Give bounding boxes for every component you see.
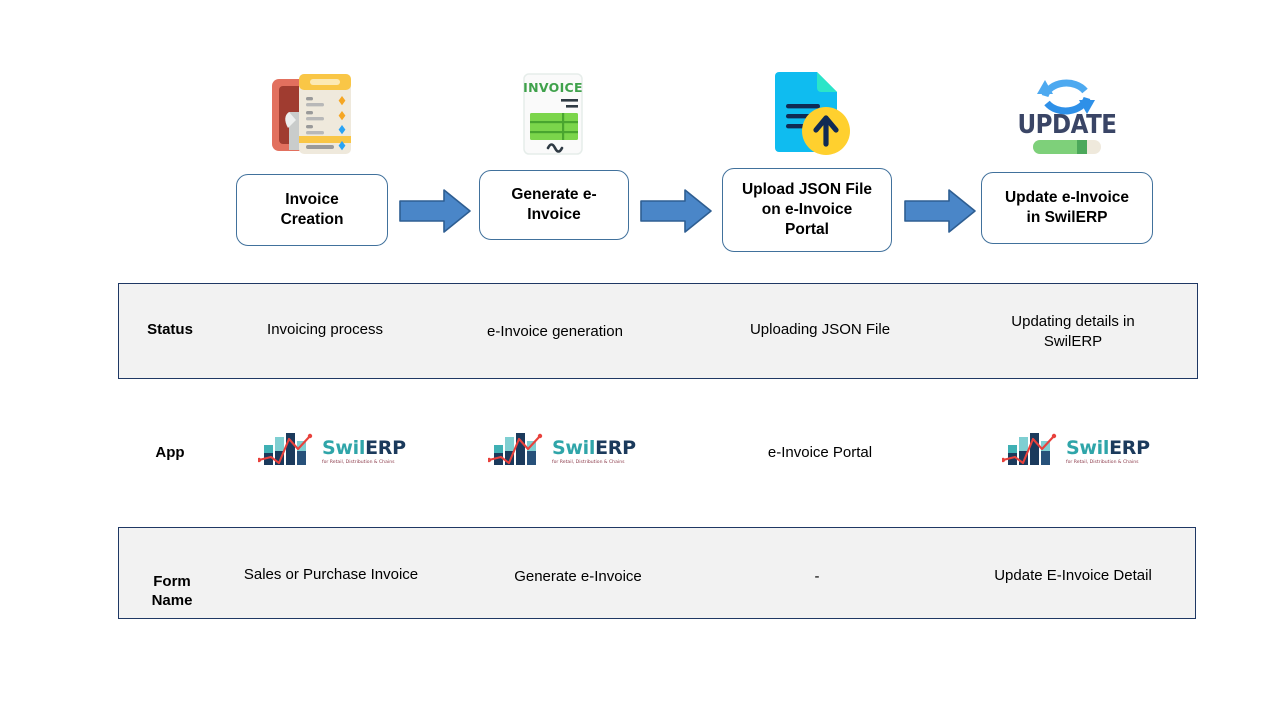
- stage-box-invoice-creation[interactable]: Invoice Creation: [236, 174, 388, 246]
- swilerp-logo-2: SwilERP for Retail, Distribution & Chain…: [486, 427, 636, 476]
- flow-stage-upload-json: Upload JSON File on e-Invoice Portal: [722, 68, 892, 253]
- swilerp-logo-wordmark: SwilERP for Retail, Distribution & Chain…: [552, 437, 636, 465]
- arrow-1: [398, 188, 472, 234]
- form-name-cell-update-e-invoice: Update E-Invoice Detail: [978, 566, 1168, 586]
- stage-box-label: Upload JSON File on e-Invoice Portal: [741, 181, 873, 238]
- swilerp-name-part2: ERP: [365, 437, 406, 459]
- swilerp-logo-mark: [256, 427, 320, 476]
- receipt-invoice-icon: [269, 70, 355, 158]
- swilerp-logo-name: SwilERP: [1066, 437, 1150, 459]
- swilerp-logo-name: SwilERP: [552, 437, 636, 459]
- form-name-cell-text: -: [814, 568, 820, 585]
- arrow-3: [903, 188, 977, 234]
- update-refresh-icon: UPDATE: [1015, 68, 1119, 160]
- status-cell-generate-e-invoice: e-Invoice generation: [465, 322, 645, 342]
- form-name-row-label: Form Name: [120, 552, 224, 611]
- swilerp-logo-tagline: for Retail, Distribution & Chains: [322, 460, 395, 465]
- swilerp-logo-mark: [486, 427, 550, 476]
- status-cell-text: Uploading JSON File: [749, 321, 891, 338]
- arrow-2: [639, 188, 713, 234]
- swilerp-logo-3: SwilERP for Retail, Distribution & Chain…: [1000, 427, 1150, 476]
- stage-box-label: Generate e- Invoice: [511, 186, 597, 223]
- swilerp-name-part1: Swil: [552, 437, 596, 459]
- form-name-label-text: Form Name: [151, 572, 193, 610]
- update-icon-word: UPDATE: [1018, 109, 1117, 140]
- status-cell-text: Updating details in SwilERP: [1011, 313, 1135, 350]
- stage-box-update-e-invoice[interactable]: Update e-Invoice in SwilERP: [981, 172, 1153, 244]
- swilerp-logo-1: SwilERP for Retail, Distribution & Chain…: [256, 427, 406, 476]
- flow-stage-update-e-invoice: UPDATE Update e-Invoice in SwilERP: [981, 68, 1153, 250]
- form-name-cell-text: Sales or Purchase Invoice: [243, 566, 419, 583]
- swilerp-logo-tagline: for Retail, Distribution & Chains: [552, 460, 625, 465]
- swilerp-logo-tagline: for Retail, Distribution & Chains: [1066, 460, 1139, 465]
- status-cell-text: Invoicing process: [267, 321, 383, 338]
- form-name-cell-generate-e-invoice: Generate e-Invoice: [486, 567, 670, 587]
- swilerp-name-part2: ERP: [1109, 437, 1150, 459]
- swilerp-logo-wordmark: SwilERP for Retail, Distribution & Chain…: [1066, 437, 1150, 465]
- stage-box-label: Update e-Invoice in SwilERP: [1004, 189, 1130, 226]
- invoice-document-icon: INVOICE: [522, 70, 586, 158]
- stage-box-label: Invoice Creation: [280, 191, 344, 228]
- form-name-cell-invoice-creation: Sales or Purchase Invoice: [228, 565, 434, 585]
- app-row-label: App: [120, 443, 220, 463]
- swilerp-logo-wordmark: SwilERP for Retail, Distribution & Chain…: [322, 437, 406, 465]
- status-label-text: Status: [147, 321, 193, 338]
- stage-box-upload-json[interactable]: Upload JSON File on e-Invoice Portal: [722, 168, 892, 252]
- status-cell-invoice-creation: Invoicing process: [237, 320, 413, 340]
- swilerp-name-part2: ERP: [595, 437, 636, 459]
- status-cell-upload-json: Uploading JSON File: [730, 320, 910, 340]
- flow-stage-generate-e-invoice: INVOICE Generate e- Invoice: [479, 70, 629, 250]
- swilerp-logo-name: SwilERP: [322, 437, 406, 459]
- swilerp-name-part1: Swil: [322, 437, 366, 459]
- form-name-cell-text: Update E-Invoice Detail: [994, 567, 1152, 584]
- status-cell-text: e-Invoice generation: [487, 323, 623, 340]
- swilerp-logo-mark: [1000, 427, 1064, 476]
- form-name-cell-upload-json: -: [730, 567, 904, 587]
- swilerp-name-part1: Swil: [1066, 437, 1110, 459]
- status-row-bar: [118, 283, 1198, 379]
- status-row-label: Status: [120, 320, 220, 340]
- app-cell-upload-json: e-Invoice Portal: [730, 443, 910, 463]
- upload-document-icon: [765, 68, 853, 160]
- invoice-icon-word: INVOICE: [523, 80, 583, 95]
- form-name-cell-text: Generate e-Invoice: [514, 568, 642, 585]
- stage-box-generate-e-invoice[interactable]: Generate e- Invoice: [479, 170, 629, 240]
- status-cell-update-e-invoice: Updating details in SwilERP: [990, 312, 1156, 351]
- form-name-row-bar: [118, 527, 1196, 619]
- flow-stage-invoice-creation: Invoice Creation: [236, 70, 388, 250]
- app-cell-text: e-Invoice Portal: [767, 444, 873, 461]
- app-label-text: App: [155, 444, 185, 461]
